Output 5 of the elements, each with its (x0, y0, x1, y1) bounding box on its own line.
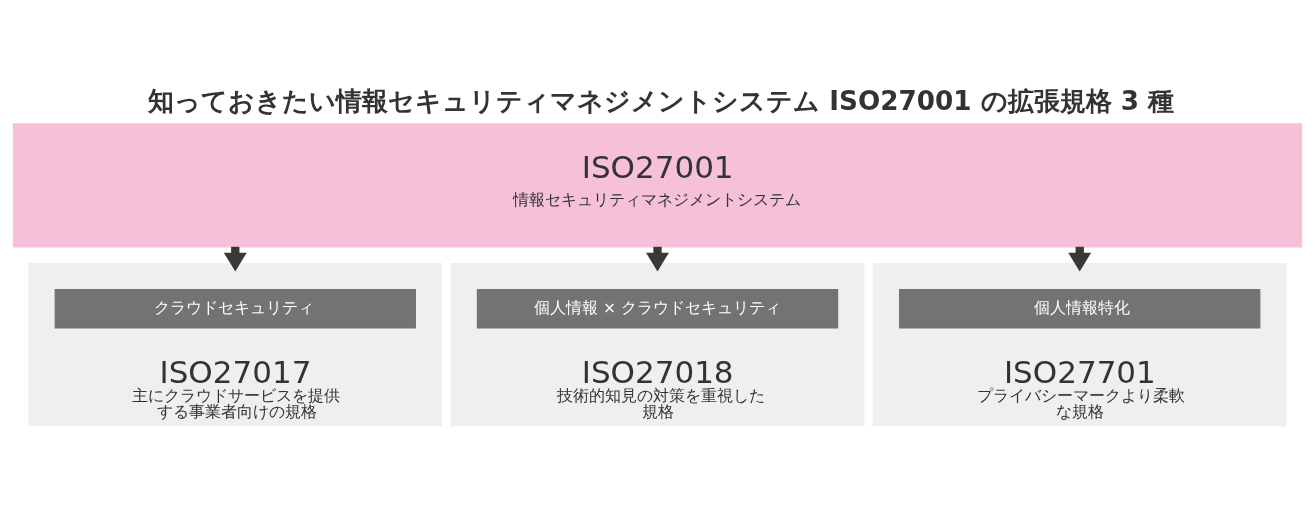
diagram-title: 知っておきたい情報セキュリティマネジメントシステム ISO27001 の拡張規格 3 種 (148, 85, 1175, 116)
node-box: クラウドセキュリティ (54, 288, 416, 328)
node-box: ISO27001 情報セキュリティマネジメントシステム (12, 122, 1303, 247)
node-box: 個人情報 × クラウドセキュリティ (476, 288, 839, 328)
node-box: 個人情報特化 (899, 288, 1261, 328)
